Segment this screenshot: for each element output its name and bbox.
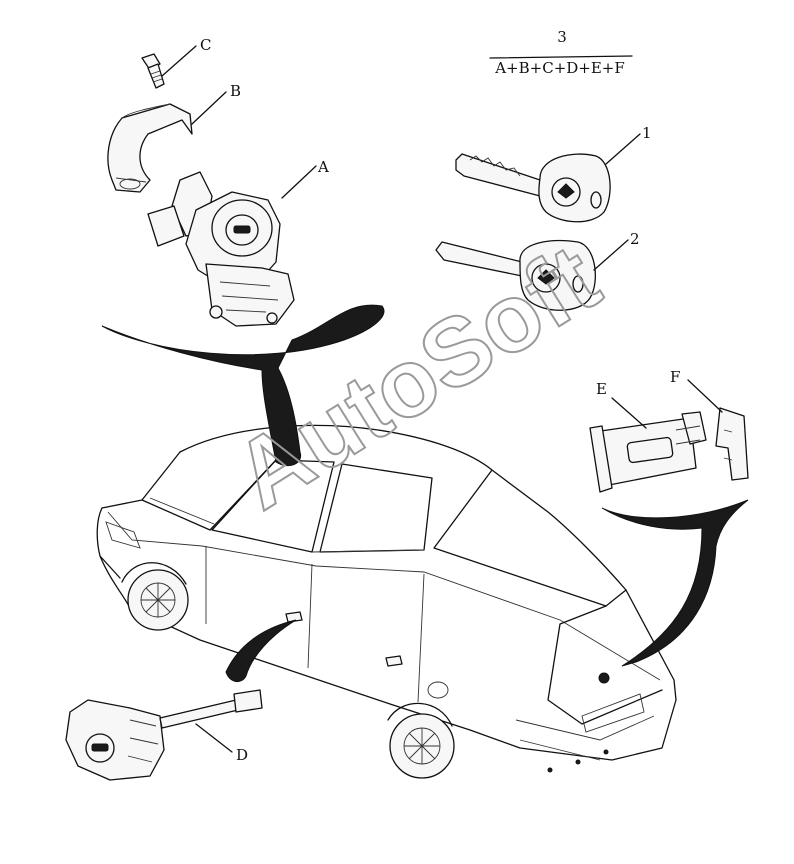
screw-c: C (141, 36, 211, 89)
callout-key-1: 1 (642, 124, 652, 142)
trunk-latch-e: E (589, 380, 707, 493)
trunk-emblem-icon (598, 672, 610, 684)
leader-b (191, 91, 227, 125)
leader-key-2 (593, 239, 629, 271)
key-1: 1 (455, 124, 652, 223)
callout-key-2: 2 (630, 230, 640, 248)
callout-a: A (317, 158, 329, 176)
kit-formula: 3 A+B+C+D+E+F (489, 28, 633, 77)
callout-d: D (236, 746, 248, 764)
key-slot-icon (233, 225, 251, 234)
leader-key-1 (605, 133, 641, 165)
rear-door-handle (385, 655, 403, 667)
leader-f (687, 379, 723, 413)
swoosh-door (225, 619, 297, 682)
swoosh-ignition (101, 304, 385, 467)
formula-divider (489, 55, 633, 59)
clamp-b: B (107, 82, 241, 193)
callout-b: B (230, 82, 241, 100)
door-lock-d: D (65, 689, 263, 781)
sedan-outline (96, 424, 677, 779)
bracket-f: F (670, 368, 749, 481)
callout-e: E (596, 380, 607, 398)
front-door-handle (285, 611, 303, 623)
kit-number: 3 (557, 28, 567, 46)
kit-formula-text: A+B+C+D+E+F (494, 59, 625, 77)
brand-emblem-icon (557, 183, 575, 199)
key-2: 2 (435, 230, 640, 311)
callout-c: C (200, 36, 211, 54)
brand-emblem-icon (537, 269, 555, 285)
swoosh-trunk (601, 499, 749, 667)
leader-d (195, 723, 233, 753)
leader-a (281, 165, 317, 199)
ignition-lock-a: A (147, 158, 329, 327)
leader-c (161, 45, 197, 77)
callout-f: F (670, 368, 680, 386)
leader-e (611, 397, 647, 429)
key-slot-icon (91, 743, 109, 752)
